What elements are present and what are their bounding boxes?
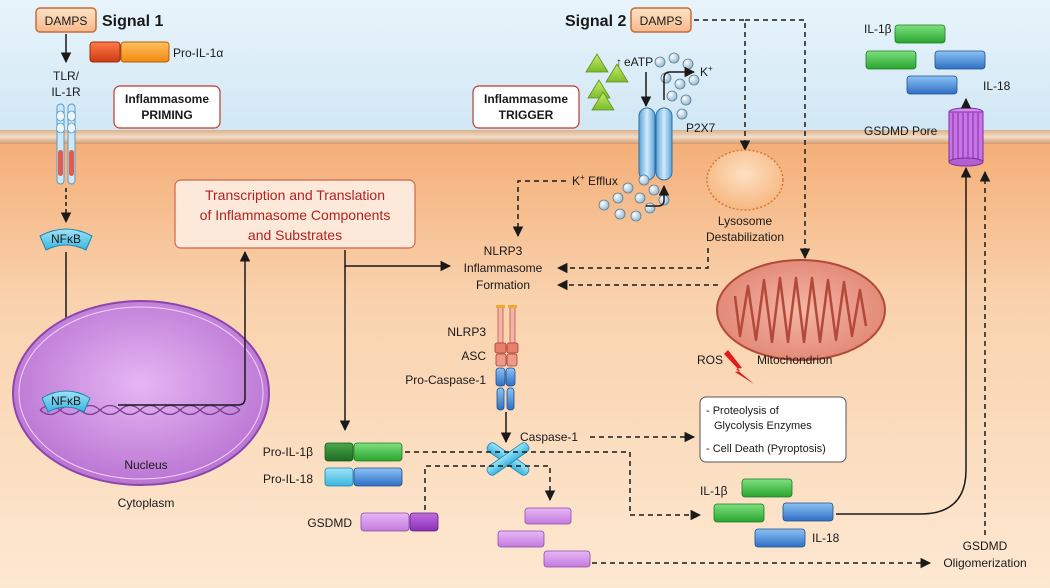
priming-label-line1: Inflammasome: [125, 92, 209, 106]
signal1-title: Signal 1: [102, 13, 163, 30]
nfkb-top-label: NFκB: [51, 232, 81, 246]
eatp-up-arrow-icon: ↑: [616, 55, 622, 69]
p2x7-label: P2X7: [686, 121, 716, 135]
potassium-ions-intracellular: [598, 174, 670, 222]
signal1-damps-label: DAMPS: [45, 14, 88, 28]
mitochondrion: [716, 259, 886, 361]
caspase-label: Caspase-1: [520, 430, 578, 444]
nucleus: [12, 300, 270, 486]
lysosome: [706, 149, 784, 211]
trigger-label-line2: TRIGGER: [499, 108, 554, 122]
outcome-line2: Glycolysis Enzymes: [714, 420, 812, 432]
mitochondrion-label: Mitochondrion: [757, 353, 832, 367]
atp-triangles: [585, 53, 629, 111]
pro-il1a-protein: [89, 41, 170, 63]
arrow-lysosome-to-nlrp3: [556, 248, 709, 274]
arrow-gsdmd-to-cleaved: [424, 465, 556, 510]
potassium-ions-extracellular: [654, 52, 700, 120]
cell-membrane: [0, 130, 1050, 144]
gsdmd-olig-line1: GSDMD: [963, 539, 1008, 553]
outcome-line3: - Cell Death (Pyroptosis): [706, 443, 826, 455]
caspase-1: [486, 442, 530, 476]
transcription-line2: of Inflammasome Components: [200, 207, 391, 223]
asc-label: ASC: [461, 349, 486, 363]
eatp-label: eATP: [624, 55, 653, 69]
arrow-k-efflux-out: [663, 66, 696, 100]
k-efflux-label: K+ Efflux: [572, 173, 618, 188]
formation-label-line2: Inflammasome: [464, 261, 543, 275]
transcription-line3: and Substrates: [248, 227, 342, 243]
arrow-damps-to-lysosome: [694, 19, 751, 152]
pro-il1b-protein: [324, 442, 403, 462]
mature-il18-intracellular: [754, 502, 834, 548]
gsdmd-pore: [948, 107, 984, 167]
il18-intracellular-label: IL-18: [812, 531, 840, 545]
mature-il1b-intracellular: [713, 478, 793, 523]
signal1-damps-box: DAMPS: [35, 7, 97, 33]
nlrp3-label: NLRP3: [447, 325, 486, 339]
gsdmd-label: GSDMD: [307, 516, 352, 530]
ros-label: ROS: [697, 353, 723, 367]
outcome-line1: - Proteolysis of: [706, 405, 780, 417]
nfkb-nucleus-label: NFκB: [51, 394, 81, 408]
arrow-nucleus-to-transcription: [118, 250, 251, 406]
lysosome-label-line2: Destabilization: [706, 230, 784, 244]
inflammasome-trigger-box: Inflammasome TRIGGER: [472, 85, 580, 129]
tlr-label-line2: IL-1R: [51, 85, 81, 99]
signal2-damps-box: DAMPS: [630, 7, 692, 33]
formation-label-line3: Formation: [476, 278, 530, 292]
nfkb-cytoplasmic: NFκB: [39, 228, 93, 251]
arrow-k-through-channel: [646, 184, 670, 207]
nlrp3-asc-procaspase-complex: [494, 305, 519, 411]
il1b-intracellular-label: IL-1β: [700, 484, 728, 498]
il1b-extracellular-label: IL-1β: [864, 22, 892, 36]
mature-il18-extracellular: [906, 50, 986, 95]
arrow-damps-to-mitochondrion: [745, 19, 811, 260]
transcription-line1: Transcription and Translation: [205, 187, 385, 203]
pro-caspase-label: Pro-Caspase-1: [405, 373, 486, 387]
signal2-damps-label: DAMPS: [640, 14, 683, 28]
priming-label-line2: PRIMING: [141, 108, 192, 122]
outcomes-box: - Proteolysis of Glycolysis Enzymes - Ce…: [699, 396, 847, 463]
arrow-mature-to-pore: [836, 166, 972, 515]
inflammasome-priming-box: Inflammasome PRIMING: [113, 85, 221, 129]
nucleus-label: Nucleus: [124, 458, 167, 472]
nucleus-inner-membrane: [18, 306, 264, 480]
tlr-label-line1: TLR/: [53, 69, 80, 83]
mature-il1b-extracellular: [865, 24, 946, 70]
trigger-label-line1: Inflammasome: [484, 92, 568, 106]
gsdmd-olig-line2: Oligomerization: [943, 556, 1026, 570]
gsdmd-protein: [360, 512, 439, 532]
transcription-translation-box: Transcription and Translation of Inflamm…: [174, 179, 416, 249]
cytoplasm-label: Cytoplasm: [118, 496, 175, 510]
ros-lightning-icon: [724, 350, 754, 384]
tlr-receptor: [56, 103, 76, 185]
gsdmd-fragments: [497, 507, 591, 568]
gsdmd-pore-label: GSDMD Pore: [864, 124, 938, 138]
pro-il1b-label: Pro-IL-1β: [263, 445, 313, 459]
arrow-k-efflux-to-nlrp3: [512, 180, 566, 238]
pro-il18-protein: [324, 467, 403, 487]
il18-extracellular-label: IL-18: [983, 79, 1011, 93]
pro-il18-label: Pro-IL-18: [263, 472, 313, 486]
pro-il1a-label: Pro-IL-1α: [173, 46, 223, 60]
formation-label-line1: NLRP3: [484, 244, 523, 258]
p2x7-channel: [638, 107, 673, 181]
nfkb-nuclear: NFκB: [41, 390, 91, 413]
arrow-pro-il-to-mature: [405, 451, 702, 521]
lysosome-label-line1: Lysosome: [718, 214, 773, 228]
k-plus-out-label: K+: [700, 64, 713, 79]
signal2-title: Signal 2: [565, 13, 626, 30]
